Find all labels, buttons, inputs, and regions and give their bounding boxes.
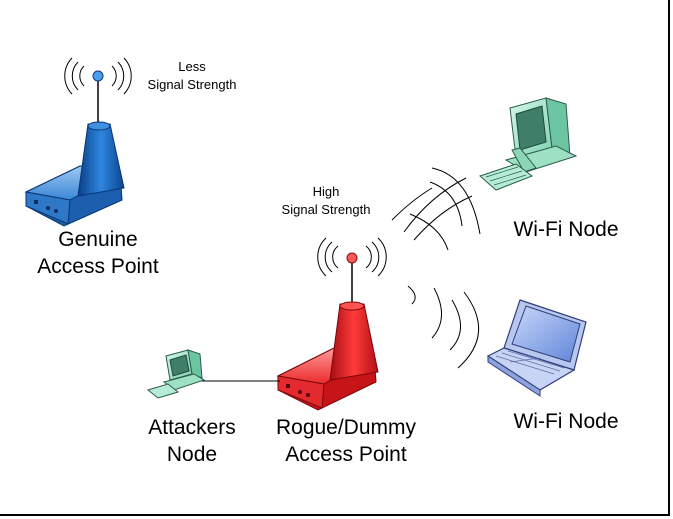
genuine-ap-label-line-1: Genuine bbox=[58, 228, 138, 251]
attacker-node-label: Attackers Node bbox=[132, 414, 252, 468]
high-signal-label: High Signal Strength bbox=[260, 183, 392, 219]
wifi-node-2-label: Wi-Fi Node bbox=[513, 410, 619, 433]
high-signal-label-line-1: High bbox=[312, 184, 340, 199]
less-signal-label-line-1: Less bbox=[178, 59, 206, 74]
genuine-ap-label-line-2: Access Point bbox=[37, 255, 159, 278]
attacker-node-label-line-2: Node bbox=[166, 443, 218, 466]
wifi-node-laptop-icon bbox=[486, 299, 587, 397]
less-signal-label: Less Signal Strength bbox=[126, 58, 258, 94]
wifi-node-1-label: Wi-Fi Node bbox=[513, 218, 619, 241]
less-signal-label-line-2: Signal Strength bbox=[147, 77, 237, 92]
rogue-ap-label-line-2: Access Point bbox=[285, 443, 407, 466]
rogue-ap-label: Rogue/Dummy Access Point bbox=[256, 414, 436, 468]
rogue-broadcast-waves-icon bbox=[391, 167, 481, 369]
genuine-ap-router-icon bbox=[24, 57, 132, 227]
wifi-node-desktop-icon bbox=[479, 97, 578, 191]
genuine-ap-label: Genuine Access Point bbox=[14, 226, 182, 280]
rogue-ap-signal-icon bbox=[317, 237, 387, 277]
high-signal-label-line-2: Signal Strength bbox=[281, 202, 371, 217]
attacker-node-label-line-1: Attackers bbox=[148, 416, 236, 439]
genuine-ap-signal-icon bbox=[64, 57, 132, 95]
rogue-ap-router-icon bbox=[276, 237, 387, 411]
rogue-ap-label-line-1: Rogue/Dummy bbox=[275, 416, 417, 439]
attacker-desktop-icon bbox=[146, 349, 206, 399]
